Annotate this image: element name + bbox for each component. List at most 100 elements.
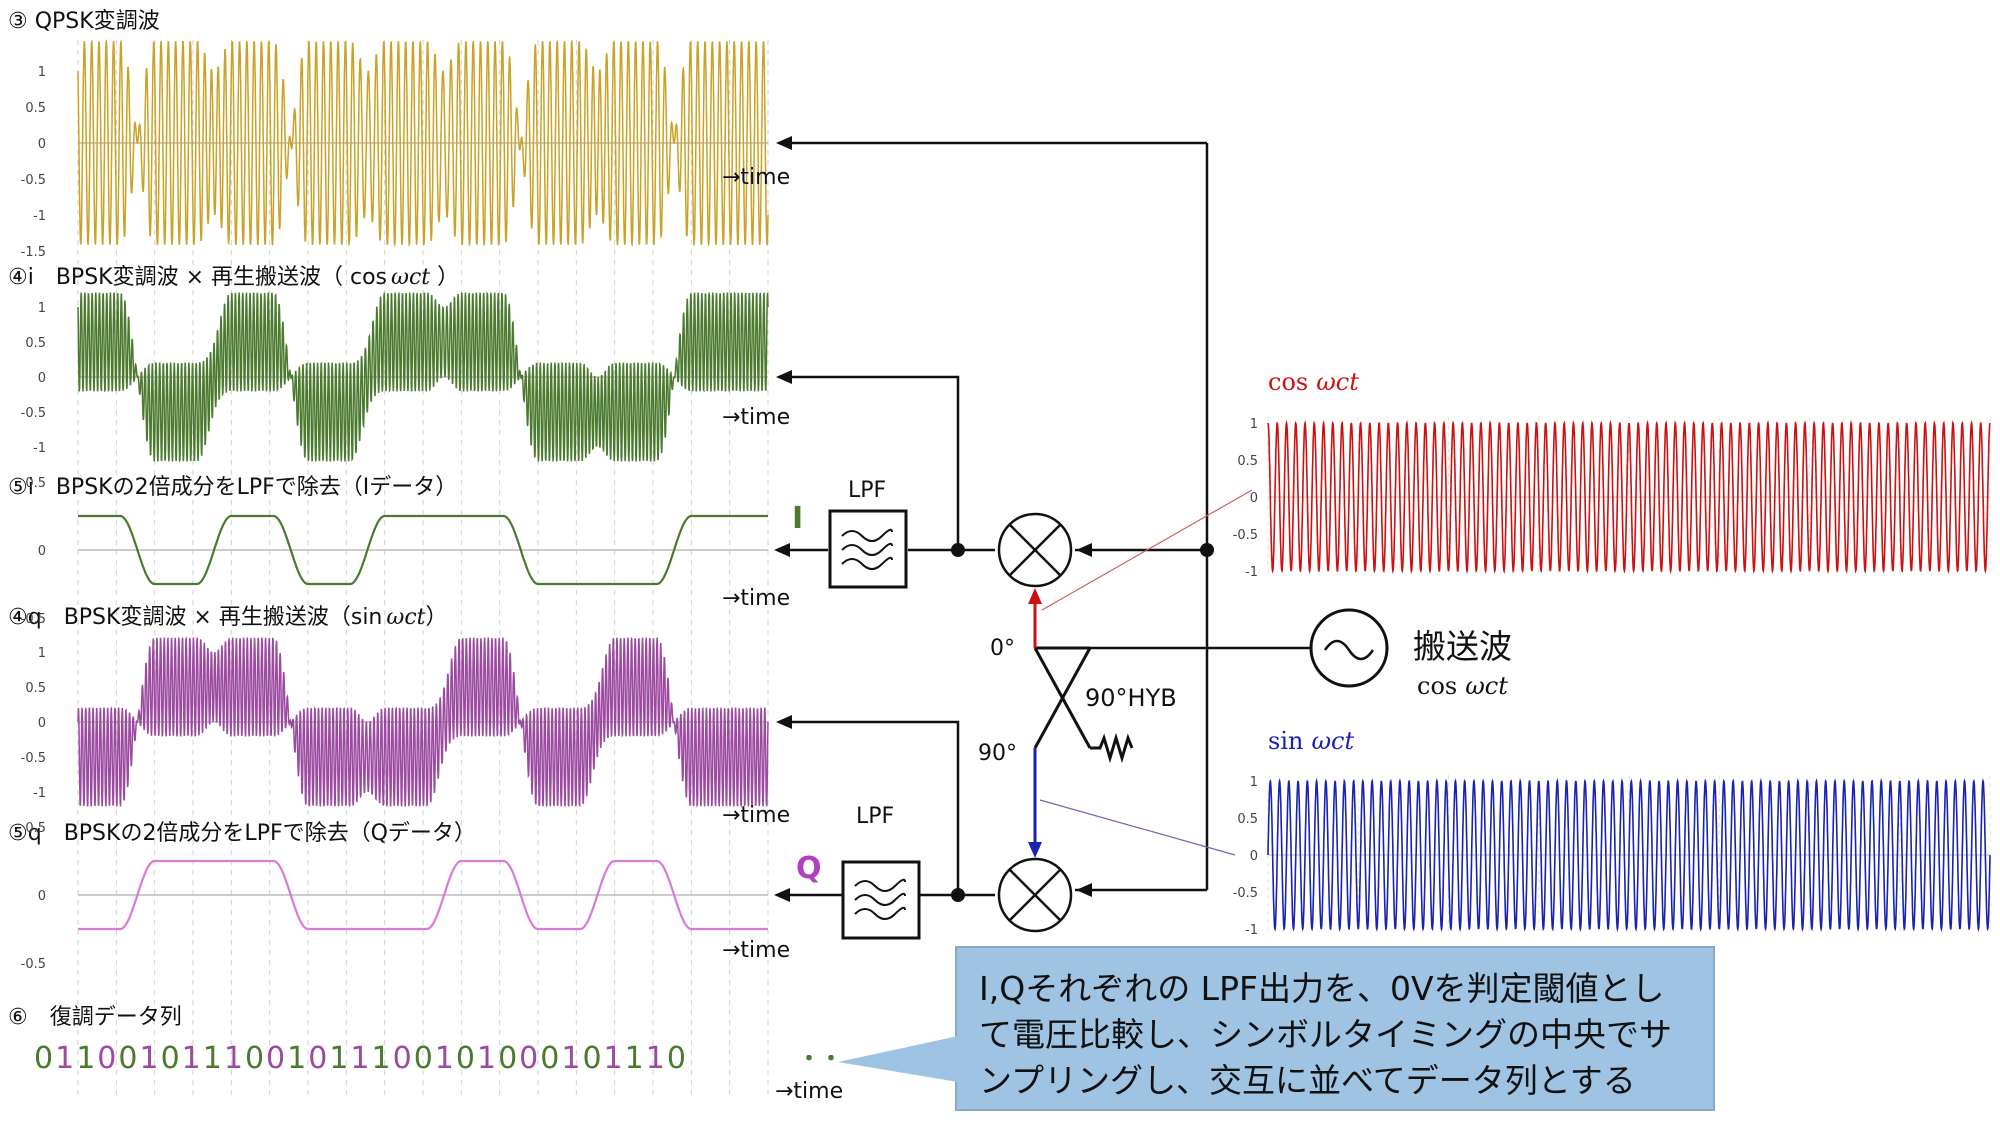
carrier-y-tick-label: 0 — [1250, 491, 1258, 506]
wire-to-4i-plot — [790, 375, 960, 548]
callout-text: I,Qそれぞれの LPF出力を、0Vを判定閾値として電圧比較し、シンボルタイミン… — [979, 969, 1672, 1100]
y-tick-label: 0.5 — [25, 821, 46, 836]
y-tick-label: -1 — [33, 441, 46, 456]
wire-to-4q-plot — [790, 720, 960, 895]
demod-bit: 0 — [97, 1041, 118, 1076]
demod-bits: 0110010111001011100101000101110 — [34, 1041, 688, 1076]
demod-bit: 1 — [139, 1041, 160, 1076]
carrier-y-tick-label: 0.5 — [1237, 454, 1258, 469]
arrow-q-out — [774, 888, 790, 902]
junction-trunk — [1200, 543, 1214, 557]
y-tick-label: 0 — [38, 544, 46, 559]
demod-bit: 0 — [456, 1041, 477, 1076]
demod-bit: 0 — [266, 1041, 287, 1076]
demod-bit: 1 — [372, 1041, 393, 1076]
y-tick-label: 0 — [38, 137, 46, 152]
demod-bit: 1 — [604, 1041, 625, 1076]
arrow-i-out — [774, 543, 790, 557]
panel-title-5i: ⑤i BPSKの2倍成分をLPFで除去（Iデータ） — [8, 475, 457, 500]
time-label-4q: →time — [722, 803, 790, 828]
carrier-y-tick-label: 0 — [1250, 849, 1258, 864]
y-tick-label: 1 — [38, 301, 46, 316]
deg90-label: 90° — [978, 741, 1017, 766]
carrier-y-tick-label: -1 — [1245, 565, 1258, 580]
panel-title-4i-main: ④i BPSK変調波 × 再生搬送波（ cos — [8, 265, 387, 290]
demod-title: ⑥ 復調データ列 — [8, 1005, 182, 1030]
explanation-callout: I,Qそれぞれの LPF出力を、0Vを判定閾値として電圧比較し、シンボルタイミン… — [955, 946, 1715, 1111]
demod-bit: 1 — [224, 1041, 245, 1076]
demod-bit: 0 — [161, 1041, 182, 1076]
y-tick-label: 0.5 — [25, 101, 46, 116]
mixer-q — [997, 857, 1073, 933]
arrow-to-mixer-i-right — [1076, 543, 1092, 557]
time-label-4i: →time — [722, 405, 790, 430]
panel-title-qpsk: ③ QPSK変調波 — [8, 9, 160, 34]
demod-bit: 0 — [519, 1041, 540, 1076]
arrow-red-to-mixer — [1028, 588, 1042, 604]
time-label-qpsk: →time — [722, 165, 790, 190]
hybrid-coupler — [1033, 646, 1134, 764]
demod-dots: ・・ — [798, 1047, 842, 1072]
panel-title-4i-math: ωct — [391, 265, 430, 290]
carrier-label: 搬送波 — [1413, 627, 1512, 666]
y-tick-label: 1 — [38, 646, 46, 661]
y-tick-label: 1 — [38, 65, 46, 80]
i-mixed-waveform — [77, 291, 769, 463]
y-tick-label: -0.5 — [21, 612, 46, 627]
q-channel-label: Q — [796, 851, 822, 886]
y-tick-label: -0.5 — [21, 173, 46, 188]
demod-bit: 0 — [245, 1041, 266, 1076]
demod-bit: 1 — [561, 1041, 582, 1076]
panel-title-4q-main: ④q BPSK変調波 × 再生搬送波（sin — [8, 605, 382, 630]
waveform-layer — [77, 38, 1991, 933]
carrier-y-tick-label: -1 — [1245, 923, 1258, 938]
demod-bit: 1 — [435, 1041, 456, 1076]
arrow-to-qpsk — [776, 136, 792, 150]
demod-bit: 0 — [667, 1041, 688, 1076]
panel-title-4q-tail: ） — [426, 605, 448, 630]
deg0-label: 0° — [990, 636, 1015, 661]
leader-cos — [1041, 489, 1253, 611]
lpf-i-box — [828, 509, 908, 589]
demod-bit: 0 — [393, 1041, 414, 1076]
demod-bit: 1 — [203, 1041, 224, 1076]
y-tick-label: -0.5 — [21, 406, 46, 421]
y-tick-label: -1 — [33, 209, 46, 224]
y-tick-label: 0 — [38, 371, 46, 386]
demod-bit: 1 — [625, 1041, 646, 1076]
carrier-y-tick-label: -0.5 — [1233, 886, 1258, 901]
y-tick-label: 0.5 — [25, 681, 46, 696]
y-tick-label: 0 — [38, 889, 46, 904]
demod-bit: 1 — [182, 1041, 203, 1076]
carrier-y-tick-label: 1 — [1250, 775, 1258, 790]
demod-bit: 0 — [582, 1041, 603, 1076]
demod-bit: 1 — [76, 1041, 97, 1076]
time-label-5q: →time — [722, 938, 790, 963]
y-tick-label: 0 — [38, 716, 46, 731]
arrow-blue-to-mixer — [1028, 842, 1042, 858]
carrier-y-tick-label: 0.5 — [1237, 812, 1258, 827]
y-tick-label: -1 — [33, 786, 46, 801]
lpf-i-label: LPF — [848, 478, 886, 503]
time-label-5i: →time — [722, 586, 790, 611]
panel-title-4q-math: ωct — [386, 605, 425, 630]
demod-bit: 0 — [498, 1041, 519, 1076]
lpf-q-box — [841, 860, 921, 940]
demod-bit: 0 — [414, 1041, 435, 1076]
demod-bit: 0 — [34, 1041, 55, 1076]
carrier-y-tick-label: 1 — [1250, 417, 1258, 432]
carrier-y-tick-label: -0.5 — [1233, 528, 1258, 543]
demod-bit: 1 — [287, 1041, 308, 1076]
arrow-to-mixer-q-right — [1076, 883, 1092, 897]
demod-bit: 1 — [55, 1041, 76, 1076]
arrow-to-4q — [776, 715, 792, 729]
y-tick-label: -0.5 — [21, 751, 46, 766]
i-data-waveform — [78, 514, 768, 586]
cos-carrier-waveform — [1267, 419, 1991, 575]
y-tick-label: -0.5 — [21, 957, 46, 972]
demod-bit: 0 — [118, 1041, 139, 1076]
